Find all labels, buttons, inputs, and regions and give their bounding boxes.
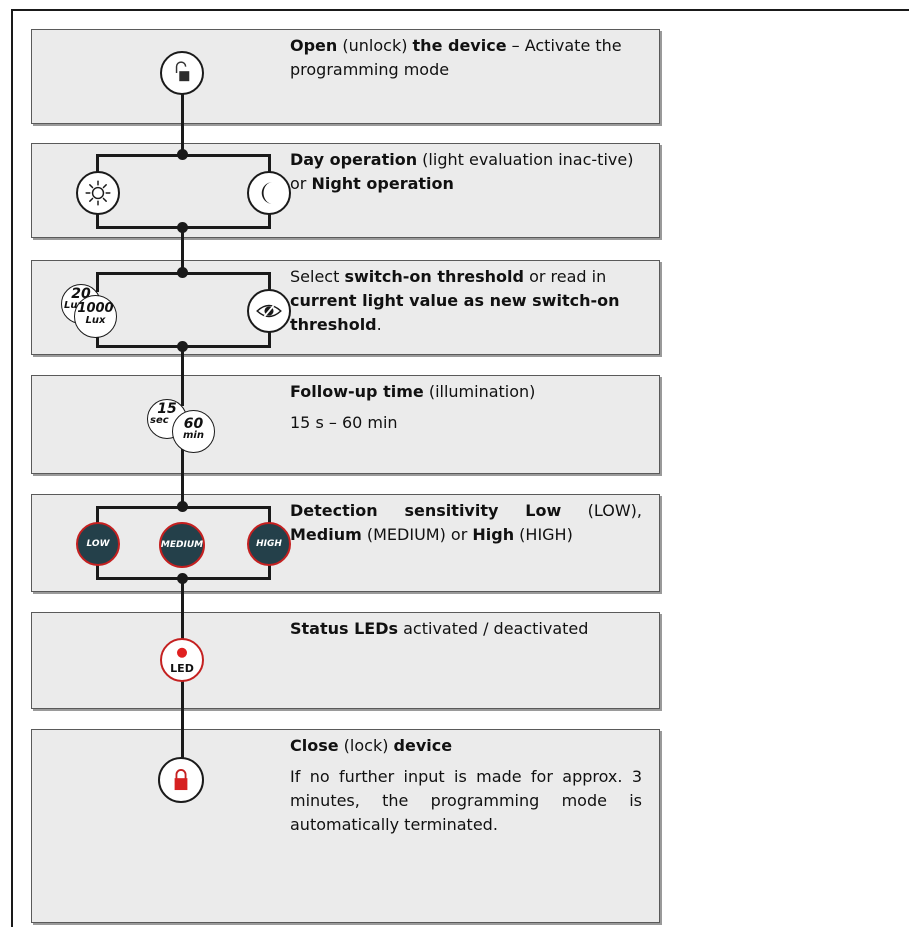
lock-icon[interactable] bbox=[158, 757, 204, 803]
emphasis-text: switch-on threshold bbox=[344, 267, 524, 286]
step-sensitivity-text: Detection sensitivity Low (LOW), Medium … bbox=[290, 499, 642, 547]
step-day-night-panel bbox=[31, 143, 660, 238]
time-low-value: 15 bbox=[157, 401, 177, 417]
body-text: Select bbox=[290, 267, 345, 286]
junction-dot bbox=[177, 501, 188, 512]
body-text: (illumination) bbox=[423, 382, 536, 401]
sensitivity-high-button[interactable]: HIGH bbox=[247, 522, 291, 566]
step-close-panel bbox=[31, 729, 660, 923]
step-open-text: Open (unlock) the device – Activate the … bbox=[290, 34, 642, 82]
body-text: (MEDIUM) or bbox=[361, 525, 473, 544]
step-led-panel bbox=[31, 612, 660, 709]
sensitivity-low-button[interactable]: LOW bbox=[76, 522, 120, 566]
body-text: – Activate the programming mode bbox=[290, 36, 622, 79]
junction-dot bbox=[177, 341, 188, 352]
emphasis-text: device bbox=[393, 736, 453, 755]
emphasis-text: Status LEDs bbox=[290, 619, 399, 638]
step-detail-text: If no further input is made for approx. … bbox=[290, 767, 642, 834]
eye-icon[interactable] bbox=[247, 289, 291, 333]
emphasis-text: Follow-up time bbox=[290, 382, 424, 401]
emphasis-text: Day operation bbox=[290, 150, 418, 169]
body-text: (light evaluation inac-tive) or bbox=[290, 150, 634, 193]
lux-low-unit: Lux bbox=[64, 300, 84, 311]
connector-line bbox=[181, 227, 184, 273]
emphasis-text: current light value as new switch-on thr… bbox=[290, 291, 620, 334]
time-low-unit: sec bbox=[150, 415, 169, 426]
body-text: . bbox=[376, 315, 382, 334]
led-icon[interactable]: LED bbox=[160, 638, 204, 682]
body-text: (LOW), bbox=[561, 501, 642, 520]
step-day-night-text: Day operation (light evaluation inac-tiv… bbox=[290, 148, 642, 196]
body-text: (lock) bbox=[338, 736, 394, 755]
junction-dot bbox=[177, 573, 188, 584]
step-close-text: Close (lock) device If no further input i… bbox=[290, 734, 642, 837]
time-high-badge[interactable]: 60 min bbox=[172, 410, 215, 453]
step-threshold-panel bbox=[31, 260, 660, 355]
emphasis-text: Medium bbox=[290, 525, 362, 544]
emphasis-text: Detection sensitivity Low bbox=[290, 501, 562, 520]
step-detail-text: 15 s – 60 min bbox=[290, 413, 398, 432]
connector-line bbox=[181, 448, 184, 506]
emphasis-text: the device bbox=[412, 36, 507, 55]
frame-left-border bbox=[11, 9, 13, 927]
junction-dot bbox=[177, 222, 188, 233]
sensitivity-medium-button[interactable]: MEDIUM bbox=[159, 522, 205, 568]
body-text: or read in bbox=[523, 267, 607, 286]
junction-dot bbox=[177, 149, 188, 160]
connector-line bbox=[181, 84, 184, 154]
led-label: LED bbox=[170, 662, 194, 675]
step-sensitivity-panel bbox=[31, 494, 660, 592]
step-open-panel bbox=[31, 29, 660, 124]
sun-icon[interactable] bbox=[76, 171, 120, 215]
emphasis-text: High bbox=[472, 525, 515, 544]
time-high-unit: min bbox=[183, 430, 204, 441]
body-text: activated / deactivated bbox=[398, 619, 589, 638]
emphasis-text: Night operation bbox=[311, 174, 454, 193]
time-high-value: 60 bbox=[183, 416, 204, 432]
unlock-icon[interactable] bbox=[160, 51, 204, 95]
step-follow-up-panel bbox=[31, 375, 660, 474]
step-led-text: Status LEDs activated / deactivated bbox=[290, 617, 642, 641]
body-text: (unlock) bbox=[337, 36, 413, 55]
moon-icon[interactable] bbox=[247, 171, 291, 215]
lux-high-unit: Lux bbox=[85, 315, 106, 326]
junction-dot bbox=[177, 267, 188, 278]
step-threshold-text: Select switch-on threshold or read in cu… bbox=[290, 265, 642, 337]
frame-top-border bbox=[11, 9, 909, 11]
emphasis-text: Open bbox=[290, 36, 338, 55]
emphasis-text: Close bbox=[290, 736, 339, 755]
step-follow-up-text: Follow-up time (illumination) 15 s – 60 m… bbox=[290, 380, 642, 435]
connector-line bbox=[181, 346, 184, 406]
lux-high-value: 1000 bbox=[77, 301, 114, 316]
body-text: (HIGH) bbox=[514, 525, 573, 544]
lux-high-badge[interactable]: 1000 Lux bbox=[74, 295, 117, 338]
